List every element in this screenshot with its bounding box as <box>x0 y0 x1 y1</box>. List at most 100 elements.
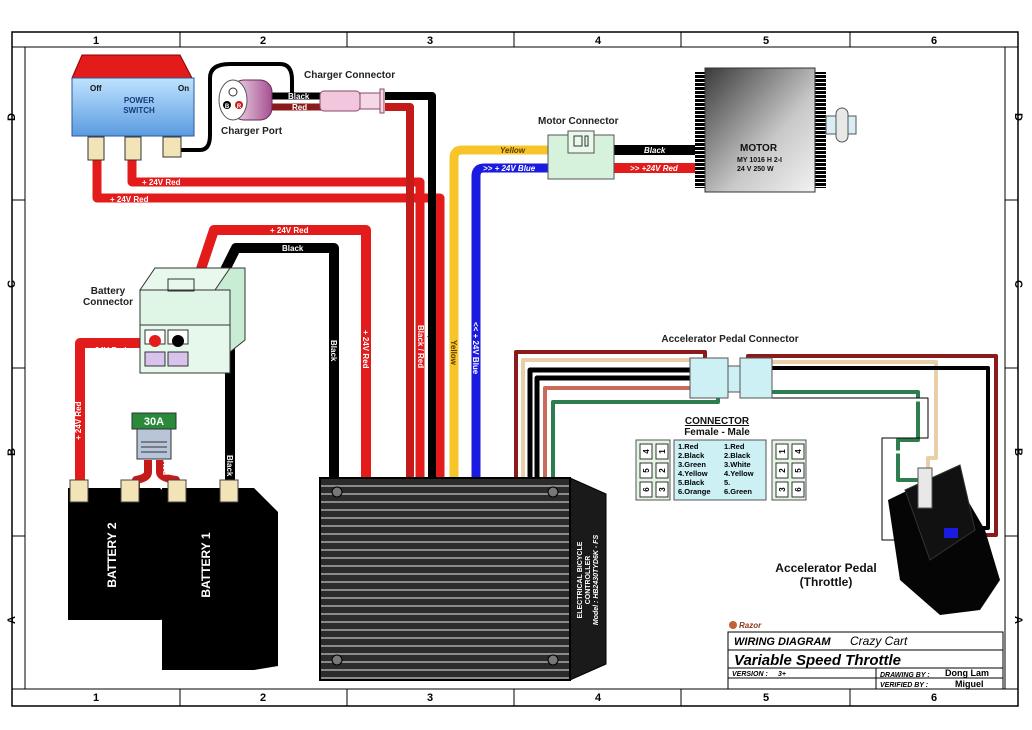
wire-label-black-motor: Black <box>644 146 666 155</box>
wire-battery-black-top <box>219 243 339 480</box>
male-pin-entry: 1.Red <box>724 442 745 451</box>
col-label-bottom-1: 1 <box>93 692 99 704</box>
motor-rating: 24 V 250 W <box>737 166 774 173</box>
motor-connector: Motor Connector <box>538 116 619 180</box>
male-pin <box>791 481 805 498</box>
row-label-right-c: C <box>1012 280 1024 288</box>
male-pin-number: 4 <box>794 449 803 454</box>
diagram-subtitle: Variable Speed Throttle <box>734 652 901 669</box>
controller: ELECTRICAL BICYCLE CONTROLLER Model : HB… <box>319 477 607 681</box>
col-label-bottom-6: 6 <box>931 692 937 704</box>
battery-connector: Battery Connector <box>83 267 246 374</box>
female-pin-entry: 6.Orange <box>678 487 711 496</box>
female-pin-entry: 1.Red <box>678 442 699 451</box>
female-pin-entry: 5.Black <box>678 478 705 487</box>
col-label-top-5: 5 <box>763 35 769 47</box>
wire-pedal-green <box>765 390 920 482</box>
motor-connector-label: Motor Connector <box>538 116 619 127</box>
col-label-bottom-4: 4 <box>595 692 602 704</box>
row-label-right-d: D <box>1012 113 1024 121</box>
battery-1: BATTERY 1 <box>162 479 278 670</box>
version-label: VERSION : <box>732 671 768 678</box>
wire-label-red-motor: >> +24V Red <box>630 164 679 173</box>
switch-title-2: SWITCH <box>123 106 155 115</box>
pinout-title: CONNECTOR <box>685 416 750 427</box>
wire-label-yellow-motor: Yellow <box>500 146 526 155</box>
wire-label-blue-vertical: << + 24V Blue <box>471 322 480 375</box>
female-pin-entry: 3.Green <box>678 460 706 469</box>
wire-label-battery-red-vertical: + 24V Red <box>74 401 83 440</box>
wire-motor-yellow <box>449 145 548 480</box>
charger-pin-r-label: R <box>237 104 242 110</box>
row-label-right-a: A <box>1012 616 1024 624</box>
wire-label-switch-red-1: + 24V Red <box>110 195 149 204</box>
col-label-bottom-2: 2 <box>260 692 266 704</box>
row-label-right-b: B <box>1012 448 1024 456</box>
wire-accel-black1 <box>527 367 712 480</box>
version-value: 3+ <box>778 671 786 678</box>
female-pin <box>655 462 669 479</box>
wire-label-black-vertical: Black <box>329 340 338 362</box>
title-block: Razor WIRING DIAGRAM Crazy Cart Variable… <box>727 621 1004 690</box>
female-pin-number: 1 <box>658 449 667 454</box>
wire-label-port-red: Red <box>292 103 307 112</box>
charger-connector: Charger Connector <box>304 70 395 114</box>
male-pin-entry: 3.White <box>724 460 751 469</box>
motor-title: MOTOR <box>740 143 778 154</box>
wire-charger-red <box>385 103 414 480</box>
female-pin-number: 6 <box>642 487 651 492</box>
charger-pin-b <box>223 101 231 109</box>
row-label-left-d: D <box>6 113 18 121</box>
verified-by-value: Miguel <box>955 679 984 689</box>
col-label-top-6: 6 <box>931 35 937 47</box>
drawing-by-value: Dong Lam <box>945 668 989 678</box>
battery-2: BATTERY 2 <box>68 479 184 620</box>
charger-connector-label: Charger Connector <box>304 70 395 81</box>
motor-model: MY 1016 H 2-I <box>737 157 782 164</box>
col-label-top-2: 2 <box>260 35 266 47</box>
product-name: Crazy Cart <box>850 634 908 648</box>
col-label-top-3: 3 <box>427 35 433 47</box>
wire-label-black-red: Black / Red <box>416 325 425 368</box>
motor: MOTOR MY 1016 H 2-I 24 V 250 W <box>695 67 857 193</box>
female-pin-entry: 2.Black <box>678 451 705 460</box>
controller-line1: ELECTRICAL BICYCLE <box>577 541 584 618</box>
switch-terminal-2 <box>124 136 142 161</box>
male-pin-number: 5 <box>794 468 803 473</box>
female-pin-number: 2 <box>658 468 667 473</box>
wiring-diagram-label: WIRING DIAGRAM <box>734 636 831 648</box>
wire-pedal-white <box>750 398 950 540</box>
col-label-top-4: 4 <box>595 35 602 47</box>
charger-port: B R Charger Port <box>218 79 283 137</box>
male-pin <box>791 462 805 479</box>
switch-terminal-3 <box>162 136 182 158</box>
wire-label-battery-red-left: + 24V Red <box>88 346 127 355</box>
accel-pedal-label-2: (Throttle) <box>800 575 853 589</box>
fuse-rating: 30A <box>144 416 164 428</box>
male-pin-entry: 2.Black <box>724 451 751 460</box>
pinout-list-box <box>673 439 767 501</box>
accel-connector-label: Accelerator Pedal Connector <box>661 334 798 345</box>
female-pin <box>639 462 653 479</box>
wire-label-fuse-red-2: Red <box>161 460 170 475</box>
female-pin <box>655 443 669 460</box>
wire-label-purple-black: Purple / Black <box>427 322 436 375</box>
power-switch: Off On POWER SWITCH <box>71 54 195 161</box>
battery-connector-label-2: Connector <box>83 297 133 308</box>
controller-line3: Model : HB2430TYD6K - FS <box>593 535 600 626</box>
male-pin <box>775 481 789 498</box>
motor-gear <box>835 107 849 143</box>
wire-label-blue-motor: >> + 24V Blue <box>483 164 536 173</box>
charger-pin-r <box>235 101 243 109</box>
fuse: 30A <box>131 412 177 460</box>
female-pin <box>655 481 669 498</box>
male-pin-entry: 4.Yellow <box>724 469 754 478</box>
verified-by-label: VERIFIED BY : <box>880 682 928 689</box>
wire-label-battery-red-top: + 24V Red <box>270 226 309 235</box>
wire-accel-salmon <box>543 386 712 480</box>
accelerator-pedal: Accelerator Pedal (Throttle) <box>775 464 1000 615</box>
wire-switch-black <box>175 62 306 152</box>
brand-name: Razor <box>739 621 762 630</box>
